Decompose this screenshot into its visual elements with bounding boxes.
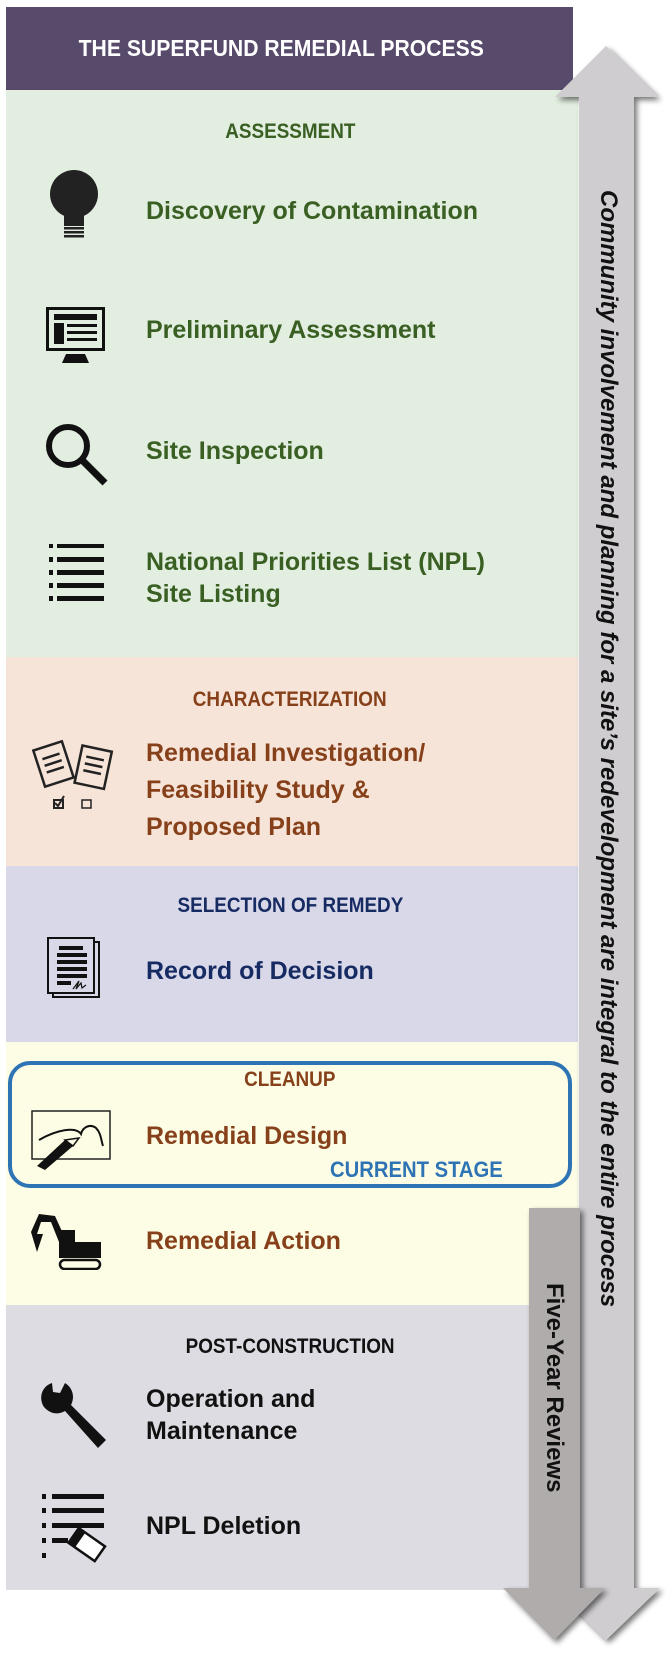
- step-npl-listing-line1: National Priorities List (NPL): [146, 548, 485, 576]
- list-icon: [49, 544, 104, 601]
- step-site-inspection: Site Inspection: [146, 437, 324, 465]
- step-ri-line3: Proposed Plan: [146, 813, 322, 841]
- assessment-band: [6, 90, 578, 657]
- step-operation-maintenance: Operation and Maintenance: [146, 1383, 315, 1447]
- cleanup-band: [6, 1042, 578, 1305]
- community-involvement-text: Community involvement and planning for a…: [595, 190, 622, 1308]
- step-remedial-design: Remedial Design: [146, 1122, 348, 1150]
- current-stage-highlight: [8, 1061, 572, 1188]
- documents-checkbox-icon: [32, 739, 114, 809]
- phase-heading-assessment: ASSESSMENT: [224, 120, 356, 143]
- phase-heading-post-construction: POST-CONSTRUCTION: [185, 1335, 395, 1358]
- excavator-icon: [31, 1214, 102, 1270]
- step-discovery: Discovery of Contamination: [146, 197, 478, 225]
- signed-document-icon: [47, 937, 100, 998]
- diagram-title: THE SUPERFUND REMEDIAL PROCESS: [6, 7, 573, 90]
- phase-heading-characterization: CHARACTERIZATION: [193, 688, 387, 711]
- pencil-drawing-icon: [31, 1110, 111, 1170]
- step-ri-line1: Remedial Investigation/: [146, 739, 426, 767]
- step-preliminary-assessment: Preliminary Assessment: [146, 316, 436, 344]
- computer-monitor-icon: [46, 307, 105, 363]
- five-year-reviews-text: Five-Year Reviews: [541, 1283, 568, 1493]
- lightbulb-icon: [50, 170, 98, 238]
- characterization-band: [6, 657, 578, 866]
- step-remedial-action: Remedial Action: [146, 1227, 341, 1255]
- step-om-line2: Maintenance: [146, 1417, 298, 1445]
- step-record-of-decision: Record of Decision: [146, 957, 374, 985]
- phase-heading-cleanup: CLEANUP: [244, 1068, 336, 1091]
- magnifier-icon: [46, 424, 108, 486]
- wrench-icon: [41, 1383, 106, 1448]
- selection-band: [6, 866, 578, 1042]
- step-om-line1: Operation and: [146, 1385, 316, 1413]
- step-npl-deletion: NPL Deletion: [146, 1512, 302, 1540]
- list-eraser-icon: [42, 1494, 107, 1563]
- phase-heading-selection: SELECTION OF REMEDY: [177, 894, 403, 917]
- step-ri-fs-proposed-plan: Remedial Investigation/ Feasibility Stud…: [146, 735, 425, 846]
- step-npl-listing: National Priorities List (NPL) Site List…: [146, 546, 485, 610]
- current-stage-label: CURRENT STAGE: [330, 1157, 503, 1182]
- step-npl-listing-line2: Site Listing: [146, 580, 281, 608]
- five-year-reviews-arrow: [503, 1208, 605, 1640]
- step-ri-line2: Feasibility Study &: [146, 776, 370, 804]
